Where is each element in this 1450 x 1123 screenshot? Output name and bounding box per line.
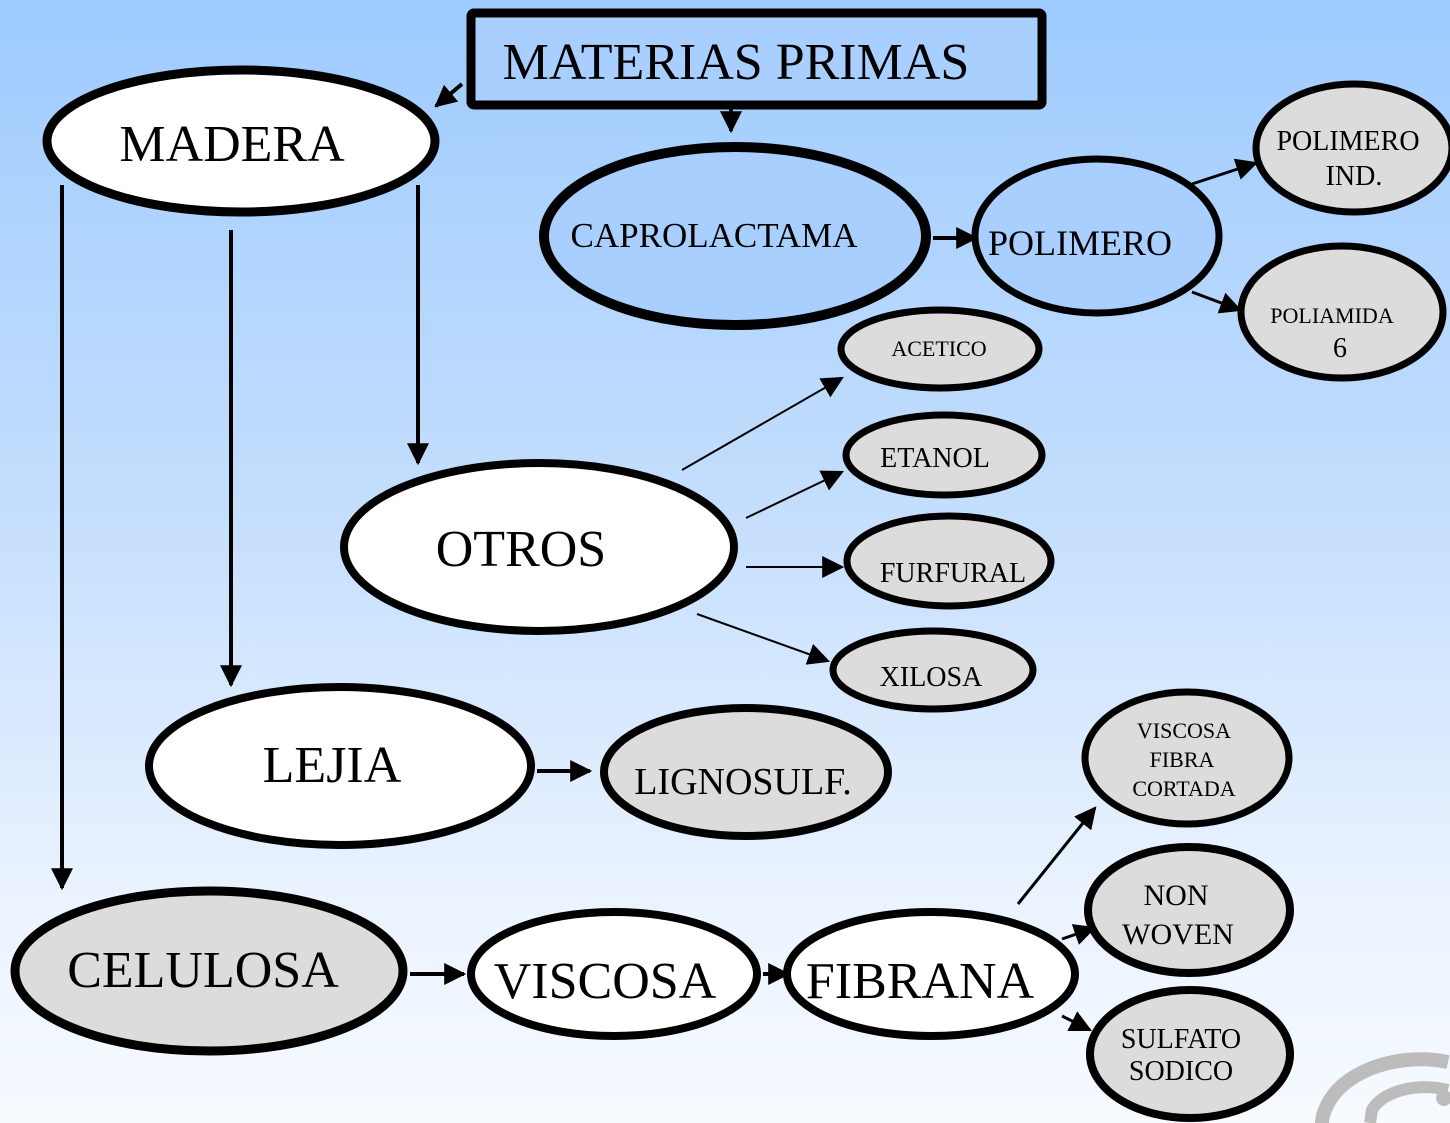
node-lejia-label: LEJIA: [263, 737, 402, 794]
node-viscosa: VISCOSA: [467, 908, 761, 1040]
node-fibrana: FIBRANA: [783, 908, 1079, 1040]
node-viscosa-label: VISCOSA: [494, 953, 717, 1010]
node-polimero-label: POLIMERO: [988, 223, 1172, 263]
node-polimero-ind-line1: POLIMERO: [1276, 126, 1419, 157]
node-xilosa-label: XILOSA: [880, 662, 983, 693]
arrow-otros-to-acetico: [681, 376, 844, 471]
node-poliamida-6: POLIAMIDA 6: [1237, 242, 1447, 382]
node-acetico: ACETICO: [837, 306, 1043, 392]
arrow-fibrana-to-sulfato-sodico: [1061, 1011, 1092, 1032]
node-lignosulf-label: LIGNOSULF.: [634, 761, 852, 803]
node-fibrana-label: FIBRANA: [806, 953, 1035, 1010]
node-caprolactama-label: CAPROLACTAMA: [571, 216, 859, 255]
arrow-fibrana-to-viscosa-fibra-cortada: [1016, 806, 1097, 905]
node-otros: OTROS: [340, 459, 738, 635]
arrow-polimero-to-polimero-ind: [1191, 158, 1259, 186]
node-non-woven-line1: NON: [1144, 879, 1209, 912]
node-vfc-line2: FIBRA: [1150, 747, 1215, 772]
node-xilosa: XILOSA: [829, 627, 1037, 713]
node-celulosa-label: CELULOSA: [67, 942, 339, 999]
connectors: [51, 82, 1259, 1032]
node-etanol-label: ETANOL: [880, 443, 990, 474]
node-polimero-ind-line2: IND.: [1326, 161, 1383, 192]
arrow-otros-to-etanol: [745, 470, 844, 519]
node-polimero: POLIMERO: [971, 155, 1223, 317]
arrow-title-to-madera: [434, 82, 464, 108]
node-etanol: ETANOL: [842, 411, 1046, 499]
node-furfural: FURFURAL: [843, 512, 1055, 610]
node-non-woven: NON WOVEN: [1084, 843, 1294, 977]
node-sulfato-line2: SODICO: [1129, 1056, 1233, 1087]
arrow-otros-to-xilosa: [696, 613, 831, 665]
node-lejia: LEJIA: [145, 683, 535, 849]
node-otros-label: OTROS: [436, 521, 606, 578]
node-sulfato-sodico: SULFATO SODICO: [1086, 986, 1294, 1122]
node-non-woven-line2: WOVEN: [1122, 918, 1234, 951]
node-caprolactama: CAPROLACTAMA: [539, 142, 931, 330]
node-celulosa: CELULOSA: [10, 886, 408, 1056]
node-madera-label: MADERA: [119, 116, 345, 173]
arrow-polimero-to-poliamida: [1191, 290, 1243, 314]
corner-logo-icon: [1315, 1052, 1450, 1123]
node-viscosa-fibra-cortada: VISCOSA FIBRA CORTADA: [1081, 688, 1293, 828]
node-polimero-ind: POLIMERO IND.: [1252, 80, 1450, 216]
node-poliamida-line2: 6: [1333, 333, 1347, 364]
node-furfural-label: FURFURAL: [880, 558, 1026, 589]
node-poliamida-line1: POLIAMIDA: [1270, 303, 1394, 328]
node-acetico-label: ACETICO: [891, 336, 986, 361]
node-vfc-line1: VISCOSA: [1137, 718, 1231, 743]
node-vfc-line3: CORTADA: [1132, 776, 1235, 801]
node-lignosulf: LIGNOSULF.: [600, 704, 892, 840]
diagram-title: MATERIAS PRIMAS: [503, 34, 970, 91]
title-box: MATERIAS PRIMAS: [466, 8, 1047, 110]
node-madera: MADERA: [42, 65, 440, 217]
node-sulfato-line1: SULFATO: [1121, 1024, 1241, 1055]
